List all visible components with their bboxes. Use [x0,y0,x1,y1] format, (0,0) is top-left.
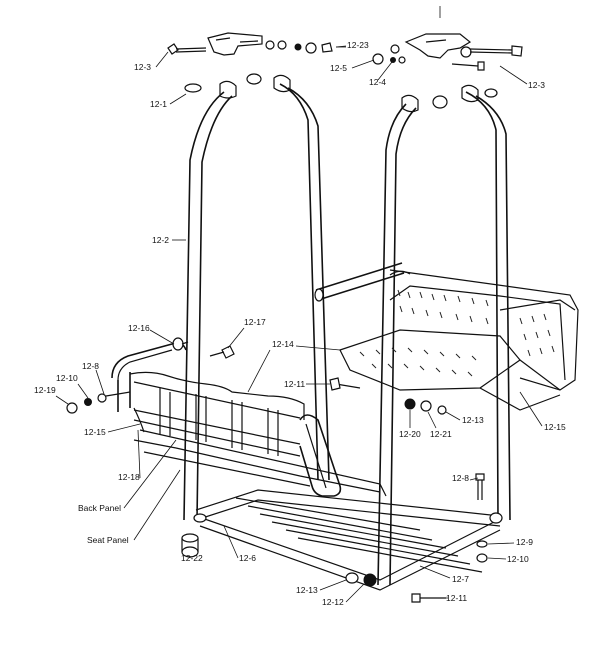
part-label-l-12-4: 12-4 [369,77,386,87]
part-label-l-12-3a: 12-3 [134,62,151,72]
part-label-l-12-11b: 12-11 [446,593,467,603]
top-bracket-right [404,33,472,59]
part-label-l-12-22: 12-22 [181,553,203,563]
part-label-l-12-18: 12-18 [118,472,140,482]
tube-caps [184,73,498,113]
part-label-l-12-8a: 12-8 [82,361,99,371]
part-label-l-12-21: 12-21 [430,429,452,439]
part-label-l-12-14: 12-14 [272,339,294,349]
left-a-frame [183,83,330,521]
part-label-l-12-10b: 12-10 [507,554,529,564]
bolt-12-3-right [451,45,523,71]
part-label-l-12-15b: 12-15 [544,422,566,432]
rear-seat [339,269,579,411]
part-label-l-12-3b: 12-3 [528,80,545,90]
part-label-l-12-13a: 12-13 [462,415,484,425]
part-label-l-12-17: 12-17 [244,317,266,327]
part-label-l-12-8b: 12-8 [452,473,469,483]
part-label-l-seat-panel: Seat Panel [87,535,129,545]
base-rails [193,489,503,591]
hardware-center [329,377,488,603]
part-label-l-back-panel: Back Panel [78,503,121,513]
part-labels: 12-3 12-23 12-5 12-4 12-3 12-1 12-2 12-16 12-17 1… [34,40,566,607]
leader-lines [55,45,543,603]
hardware-left [66,337,235,558]
part-label-l-12-23: 12-23 [347,40,369,50]
part-label-l-12-10a: 12-10 [56,373,78,383]
nut-row-right [372,44,406,65]
part-label-l-12-20: 12-20 [399,429,421,439]
part-label-l-12-19: 12-19 [34,385,56,395]
part-label-l-12-11a: 12-11 [284,379,305,389]
part-label-l-12-7: 12-7 [452,574,469,584]
part-label-l-12-13b: 12-13 [296,585,318,595]
nut-row-left [265,40,346,54]
bolt-12-3-left [167,43,207,55]
part-label-l-12-2: 12-2 [152,235,169,245]
part-label-l-12-12: 12-12 [322,597,344,607]
part-label-l-12-15a: 12-15 [84,427,106,437]
cross-bar-12-14 [314,262,405,302]
right-a-frame [377,91,511,586]
part-label-l-12-5: 12-5 [330,63,347,73]
top-bracket-left [207,32,263,56]
part-label-l-12-6: 12-6 [239,553,256,563]
part-label-l-12-9: 12-9 [516,537,533,547]
part-label-l-12-16: 12-16 [128,323,150,333]
part-label-l-12-1: 12-1 [150,99,167,109]
front-seat [111,342,387,497]
